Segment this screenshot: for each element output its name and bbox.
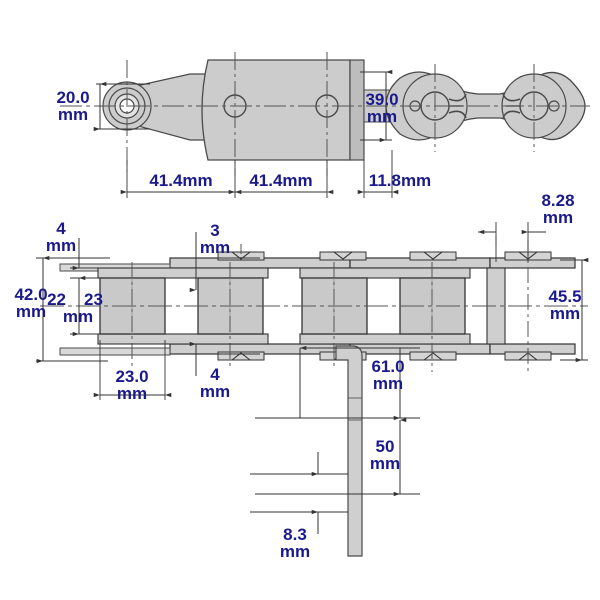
inner-plate-bottom-a <box>97 333 269 345</box>
dim-label-22-23-int: 22 <box>47 290 66 309</box>
dimension-row-top-view: 41.4mm 41.4mm 11.8mm <box>120 150 431 198</box>
dimension-61-0mm: 61.0 mm <box>255 345 420 421</box>
pin-cap-bottom-4-chamfer <box>423 352 443 361</box>
dim-label-4top-value: 4 <box>56 219 66 238</box>
dim-label-41-4-a: 41.4mm <box>149 171 212 190</box>
attachment-plate-edge-band <box>349 59 365 161</box>
pin-cap-top-2-chamfer <box>231 251 251 260</box>
dim-label-8-3-unit: mm <box>280 542 310 561</box>
dim-label-8-28-unit: mm <box>543 208 573 227</box>
dim-label-4bot-unit: mm <box>200 382 230 401</box>
pin-cap-bottom-2 <box>217 351 265 361</box>
dimension-8-3mm: 8.3 mm <box>250 452 348 561</box>
chain-link-a-clip-arm-top <box>448 93 467 102</box>
dimension-3mm: 3 mm <box>185 221 260 293</box>
inner-plate-bottom-b <box>299 333 471 345</box>
dim-label-45-5-unit: mm <box>550 304 580 323</box>
pin-cap-top-4-chamfer <box>423 251 443 260</box>
dim-label-4top-unit: mm <box>46 236 76 255</box>
dim-label-42-unit: mm <box>16 302 46 321</box>
dimension-39-0mm: 39.0 mm <box>360 69 399 143</box>
dim-label-20-unit: mm <box>58 105 88 124</box>
dim-label-39-unit: mm <box>367 107 397 126</box>
top-view-attachment-plate <box>201 59 365 161</box>
dim-label-23-0-value: 23.0 <box>115 367 148 386</box>
dim-label-3mm-value: 3 <box>210 221 219 240</box>
dim-label-22-23-frac: 23 <box>84 290 103 309</box>
inner-plate-top-a <box>97 267 269 279</box>
dimension-4mm-bottom: 4 mm <box>188 341 260 401</box>
dim-label-20-value: 20.0 <box>56 88 89 107</box>
dim-label-50-value: 50 <box>376 437 395 456</box>
dim-label-61-value: 61.0 <box>371 357 404 376</box>
dim-label-45-5-value: 45.5 <box>548 287 581 306</box>
dimension-23-0mm: 23.0 mm <box>93 340 172 403</box>
chain-link-a-clip-arm-bottom <box>448 110 467 119</box>
dim-label-11-8: 11.8mm <box>369 171 431 190</box>
dim-label-41-4-b: 41.4mm <box>249 171 312 190</box>
bracket-body <box>335 345 363 557</box>
dimension-45-5mm: 45.5 mm <box>548 257 589 363</box>
pin-cap-top-3 <box>319 251 367 261</box>
pin-cap-top-4 <box>409 251 457 261</box>
pin-cap-bottom-4 <box>409 351 457 361</box>
attachment-bracket: 61.0 mm 50 mm 8.3 mm <box>250 345 420 561</box>
pin-cap-bottom-2-chamfer <box>231 352 251 361</box>
dimension-22-23mm: 22 23 mm <box>47 275 105 337</box>
dim-label-3mm-unit: mm <box>200 238 230 257</box>
top-view: 20.0 mm 39.0 mm 41.4mm 41.4mm 11.8mm <box>56 52 590 198</box>
dim-label-22-23-unit: mm <box>63 307 93 326</box>
pin-cap-top-3-chamfer <box>333 251 353 260</box>
dimension-8-28mm: 8.28 mm <box>478 191 575 262</box>
dim-label-8-28-value: 8.28 <box>541 191 574 210</box>
chain-link-b-clip-arm-bottom <box>502 110 521 119</box>
dim-label-39-value: 39.0 <box>365 90 398 109</box>
dim-label-42-value: 42.0 <box>14 285 47 304</box>
dim-label-23-0-unit: mm <box>117 384 147 403</box>
side-view: 8.28 mm 4 mm 3 mm 42.0 mm <box>14 191 589 403</box>
dimension-50mm: 50 mm <box>255 417 420 497</box>
side-plate-stub-bottom-left <box>59 347 171 356</box>
dim-label-61-unit: mm <box>373 374 403 393</box>
inner-plate-top-b <box>299 267 471 279</box>
dimension-20-0mm: 20.0 mm <box>56 81 150 132</box>
dim-label-4bot-value: 4 <box>210 365 220 384</box>
chain-link-b-clip-arm-top <box>502 93 521 102</box>
dimension-42-0mm: 42.0 mm <box>14 255 108 364</box>
dim-label-50-unit: mm <box>370 454 400 473</box>
dim-label-8-3-value: 8.3 <box>283 525 307 544</box>
attachment-plate-body <box>201 59 351 161</box>
